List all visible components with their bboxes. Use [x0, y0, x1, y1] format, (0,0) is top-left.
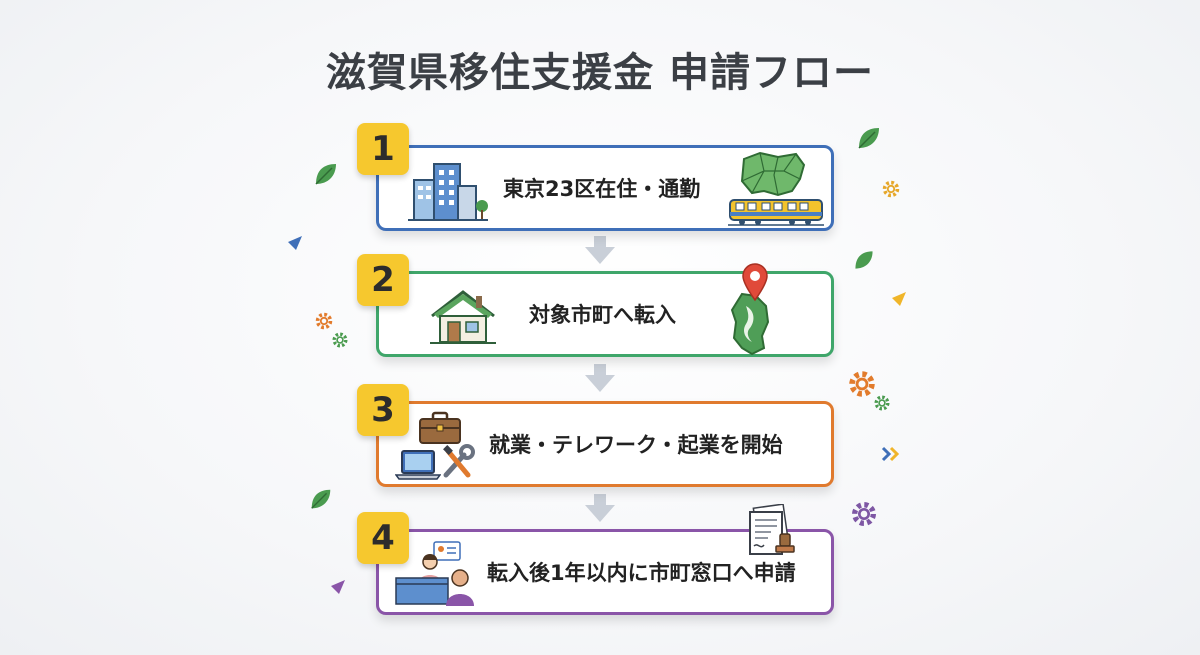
- leaf-icon: [315, 164, 336, 185]
- chevrons-icon: [881, 446, 900, 462]
- flow-arrow: [585, 236, 615, 264]
- buildings-icon: [408, 163, 488, 221]
- briefcase-icon: [419, 411, 461, 444]
- triangle-marker-icon: [331, 580, 345, 594]
- tools-icon: [443, 444, 475, 478]
- gear-icon: [852, 502, 876, 526]
- flow-arrow: [585, 364, 615, 392]
- gear-icon: [332, 332, 348, 348]
- page-title: 滋賀県移住支援金 申請フロー: [326, 50, 874, 96]
- shiga-map-icon: [730, 292, 770, 356]
- document-stamp-icon: [749, 504, 795, 555]
- house-icon: [430, 290, 496, 344]
- gear-icon: [315, 312, 333, 330]
- step-label-1: 東京23区在住・通勤: [503, 177, 701, 201]
- gear-icon: [874, 395, 890, 411]
- triangle-marker-icon: [288, 236, 302, 250]
- step-label-3: 就業・テレワーク・起業を開始: [489, 433, 783, 457]
- gear-icon: [849, 371, 875, 397]
- leaf-icon: [855, 251, 873, 269]
- flow-arrow: [585, 494, 615, 522]
- leaf-icon: [311, 489, 331, 509]
- step-badge-2: 2: [357, 254, 409, 306]
- location-pin-icon: [742, 263, 768, 302]
- reception-desk-icon: [395, 541, 474, 606]
- gear-icon: [882, 180, 900, 198]
- step-label-2: 対象市町へ転入: [529, 303, 676, 327]
- step-badge-4: 4: [357, 512, 409, 564]
- leaf-icon: [858, 128, 879, 149]
- tokyo-map-icon: [740, 151, 806, 197]
- triangle-marker-icon: [892, 292, 906, 306]
- step-badge-3: 3: [357, 384, 409, 436]
- train-icon: [728, 199, 824, 226]
- step-label-4: 転入後1年以内に市町窓口へ申請: [487, 561, 796, 585]
- laptop-icon: [395, 450, 441, 480]
- step-badge-1: 1: [357, 123, 409, 175]
